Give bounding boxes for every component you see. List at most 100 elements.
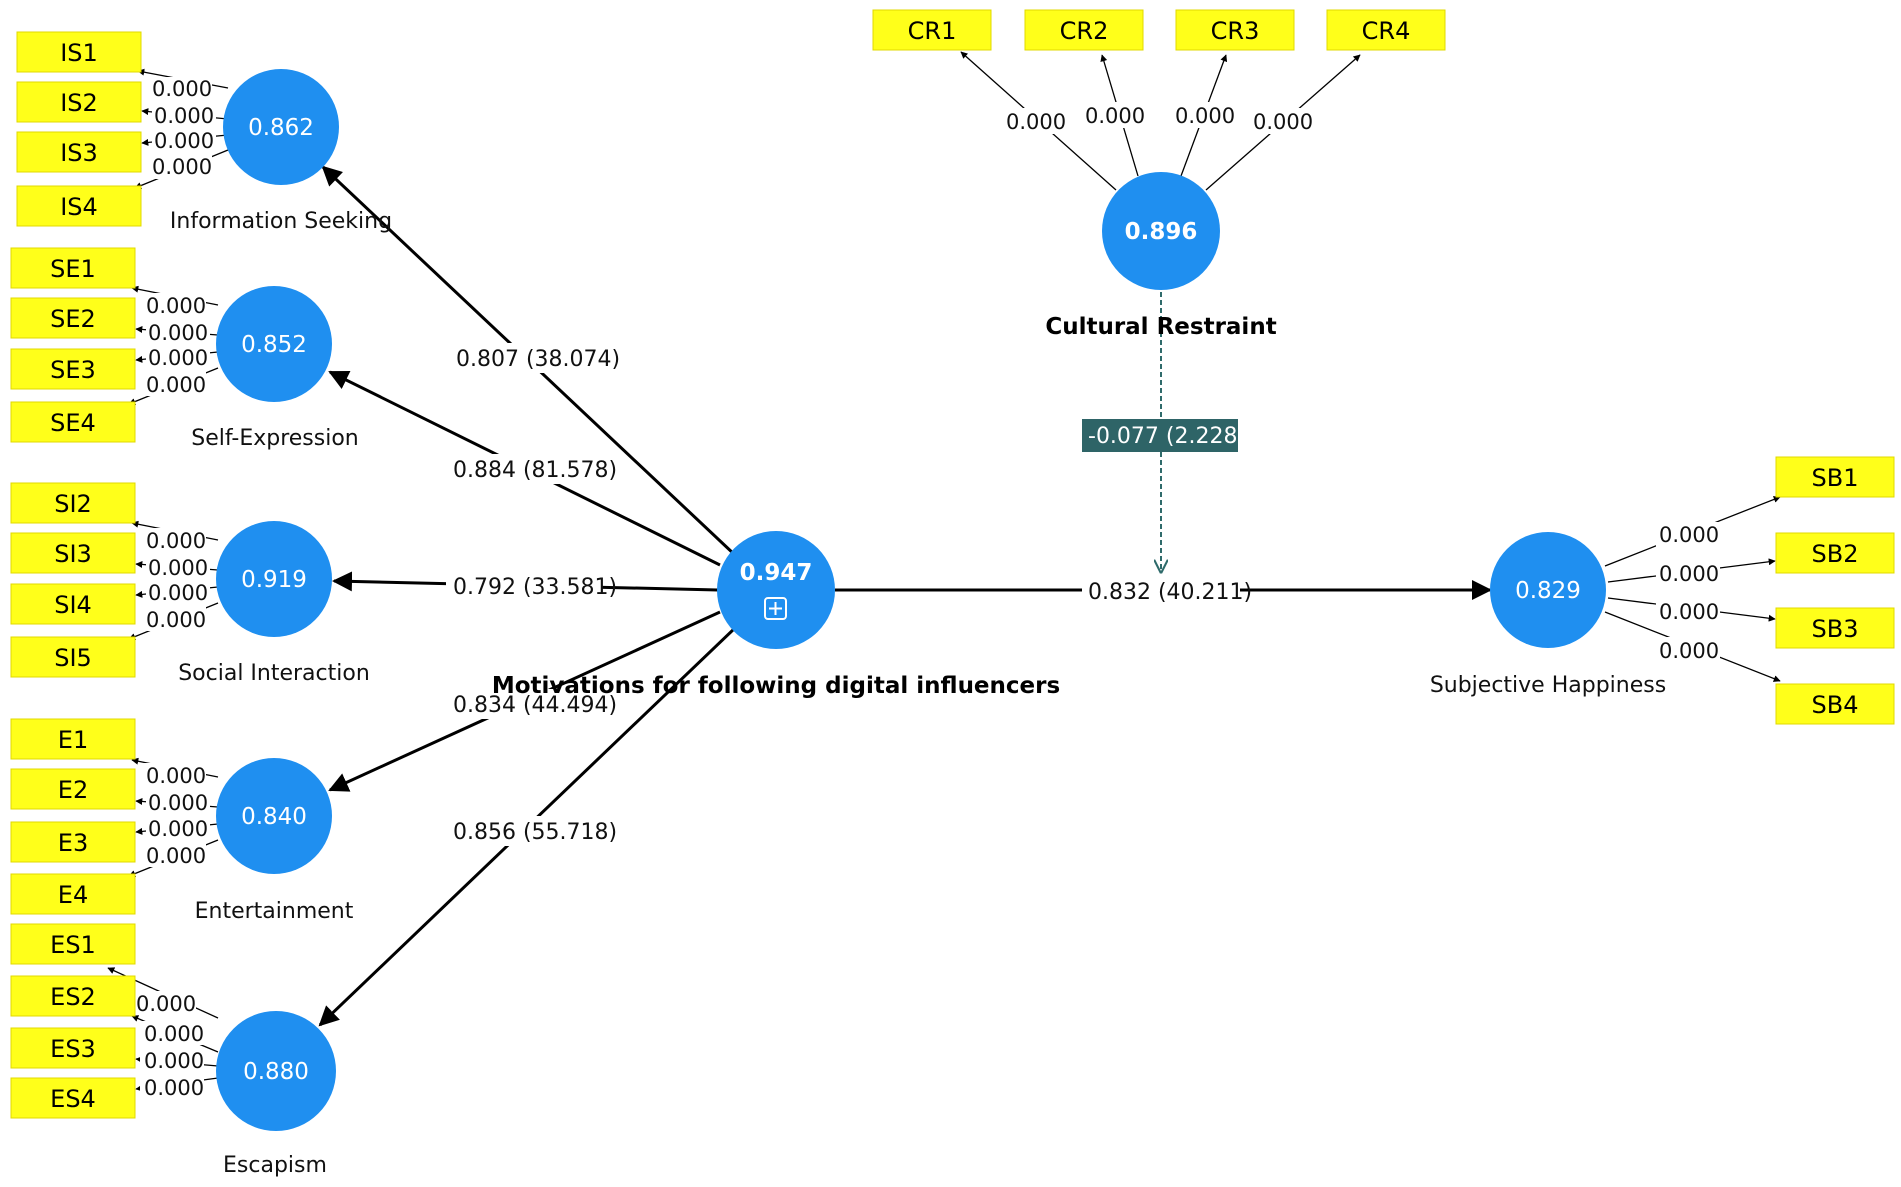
construct-entertainment[interactable]: 0.840 (216, 758, 332, 874)
indicator-si3[interactable]: SI3 (10, 532, 136, 574)
loading-si4: 0.000 (148, 581, 208, 605)
loading-e1: 0.000 (146, 764, 206, 788)
indicator-sb4[interactable]: SB4 (1775, 683, 1895, 725)
construct-cultural-restraint[interactable]: 0.896 (1102, 172, 1220, 290)
block-entertainment: 0.000 0.000 0.000 0.000 E1 E2 E3 E4 0.84… (10, 718, 354, 924)
path-coef-entertainment: 0.834 (44.494) (453, 693, 617, 718)
construct-value-self-expression: 0.852 (241, 332, 307, 358)
path-coef-subjective-happiness: 0.832 (40.211) (1088, 580, 1252, 605)
indicator-es4[interactable]: ES4 (10, 1077, 136, 1119)
loading-cr4: 0.000 (1253, 110, 1313, 134)
indicator-e4[interactable]: E4 (10, 873, 136, 915)
path-coef-self-expression: 0.884 (81.578) (453, 458, 617, 483)
svg-text:SI4: SI4 (54, 591, 92, 619)
construct-name-motivations: Motivations for following digital influe… (492, 673, 1060, 699)
svg-text:SB2: SB2 (1812, 540, 1859, 568)
moderation-label-box[interactable] (1082, 419, 1238, 452)
indicator-se3[interactable]: SE3 (10, 348, 136, 390)
svg-text:ES1: ES1 (50, 931, 96, 959)
construct-information-seeking[interactable]: 0.862 (223, 69, 339, 185)
path-coef-escapism: 0.856 (55.718) (453, 820, 617, 845)
block-social-interaction: 0.000 0.000 0.000 0.000 SI2 SI3 SI4 SI5 … (10, 482, 370, 686)
indicator-si5[interactable]: SI5 (10, 636, 136, 678)
path-labels: 0.807 (38.074) 0.884 (81.578) 0.792 (33.… (446, 343, 1252, 846)
svg-text:SE3: SE3 (50, 356, 96, 384)
plus-square-icon[interactable] (764, 597, 787, 620)
svg-text:E2: E2 (58, 776, 88, 804)
indicator-is1[interactable]: IS1 (16, 31, 142, 73)
construct-subjective-happiness[interactable]: 0.829 (1490, 532, 1606, 648)
svg-text:SI3: SI3 (54, 540, 92, 568)
construct-social-interaction[interactable]: 0.919 (216, 521, 332, 637)
loading-sb1: 0.000 (1659, 523, 1719, 547)
svg-text:SB4: SB4 (1812, 691, 1859, 719)
block-cultural-restraint: 0.000 0.000 0.000 0.000 CR1 CR2 CR3 CR4 … (872, 9, 1446, 340)
loading-se1: 0.000 (146, 294, 206, 318)
construct-value-entertainment: 0.840 (241, 804, 307, 830)
indicator-es2[interactable]: ES2 (10, 975, 136, 1017)
indicator-e1[interactable]: E1 (10, 718, 136, 760)
indicator-e3[interactable]: E3 (10, 821, 136, 863)
indicator-es1[interactable]: ES1 (10, 923, 136, 965)
indicator-sb3[interactable]: SB3 (1775, 607, 1895, 649)
svg-text:SI5: SI5 (54, 644, 92, 672)
indicator-si4[interactable]: SI4 (10, 583, 136, 625)
svg-text:E3: E3 (58, 829, 88, 857)
loading-se4: 0.000 (146, 373, 206, 397)
construct-self-expression[interactable]: 0.852 (216, 286, 332, 402)
construct-value-information-seeking: 0.862 (248, 115, 314, 141)
loading-si2: 0.000 (146, 529, 206, 553)
loading-si3: 0.000 (148, 556, 208, 580)
loading-sb2: 0.000 (1659, 562, 1719, 586)
svg-text:CR2: CR2 (1060, 17, 1109, 45)
construct-value-subjective-happiness: 0.829 (1515, 578, 1581, 604)
block-subjective-happiness: 0.000 0.000 0.000 0.000 SB1 SB2 SB3 SB4 … (1430, 456, 1895, 725)
indicator-is2[interactable]: IS2 (16, 81, 142, 123)
construct-motivations[interactable]: 0.947 (717, 531, 835, 649)
construct-name-cultural-restraint: Cultural Restraint (1045, 314, 1276, 340)
loading-se2: 0.000 (148, 321, 208, 345)
block-escapism: 0.000 0.000 0.000 0.000 ES1 ES2 ES3 ES4 … (10, 923, 336, 1178)
indicator-si2[interactable]: SI2 (10, 482, 136, 524)
moderation-coef: -0.077 (2.228) (1088, 424, 1246, 449)
indicator-sb2[interactable]: SB2 (1775, 532, 1895, 574)
construct-escapism[interactable]: 0.880 (216, 1011, 336, 1131)
indicator-cr2[interactable]: CR2 (1024, 9, 1144, 51)
loading-es1: 0.000 (136, 992, 196, 1016)
loading-sb4: 0.000 (1659, 639, 1719, 663)
loading-es4: 0.000 (144, 1076, 204, 1100)
loading-sb3: 0.000 (1659, 600, 1719, 624)
svg-text:CR3: CR3 (1211, 17, 1260, 45)
indicator-e2[interactable]: E2 (10, 768, 136, 810)
indicator-sb1[interactable]: SB1 (1775, 456, 1895, 498)
construct-value-motivations: 0.947 (740, 560, 813, 586)
loading-cr1: 0.000 (1006, 110, 1066, 134)
indicator-se2[interactable]: SE2 (10, 297, 136, 339)
construct-value-social-interaction: 0.919 (241, 567, 307, 593)
construct-name-subjective-happiness: Subjective Happiness (1430, 673, 1666, 698)
loading-e3: 0.000 (148, 817, 208, 841)
indicator-cr1[interactable]: CR1 (872, 9, 992, 51)
construct-name-self-expression: Self-Expression (191, 426, 359, 451)
construct-name-escapism: Escapism (223, 1153, 327, 1178)
indicator-is4[interactable]: IS4 (16, 185, 142, 227)
svg-text:SI2: SI2 (54, 490, 92, 518)
block-self-expression: 0.000 0.000 0.000 0.000 SE1 SE2 SE3 SE4 … (10, 247, 359, 451)
svg-text:SE1: SE1 (50, 255, 96, 283)
svg-text:E1: E1 (58, 726, 88, 754)
svg-text:ES3: ES3 (50, 1035, 96, 1063)
indicator-cr4[interactable]: CR4 (1326, 9, 1446, 51)
indicator-cr3[interactable]: CR3 (1175, 9, 1295, 51)
indicator-es3[interactable]: ES3 (10, 1027, 136, 1069)
svg-text:E4: E4 (58, 881, 88, 909)
indicator-se1[interactable]: SE1 (10, 247, 136, 289)
indicator-is3[interactable]: IS3 (16, 131, 142, 173)
indicator-se4[interactable]: SE4 (10, 401, 136, 443)
loading-is1: 0.000 (152, 77, 212, 101)
loading-e2: 0.000 (148, 791, 208, 815)
loading-se3: 0.000 (148, 346, 208, 370)
construct-name-social-interaction: Social Interaction (178, 661, 370, 686)
svg-text:SE4: SE4 (50, 409, 96, 437)
